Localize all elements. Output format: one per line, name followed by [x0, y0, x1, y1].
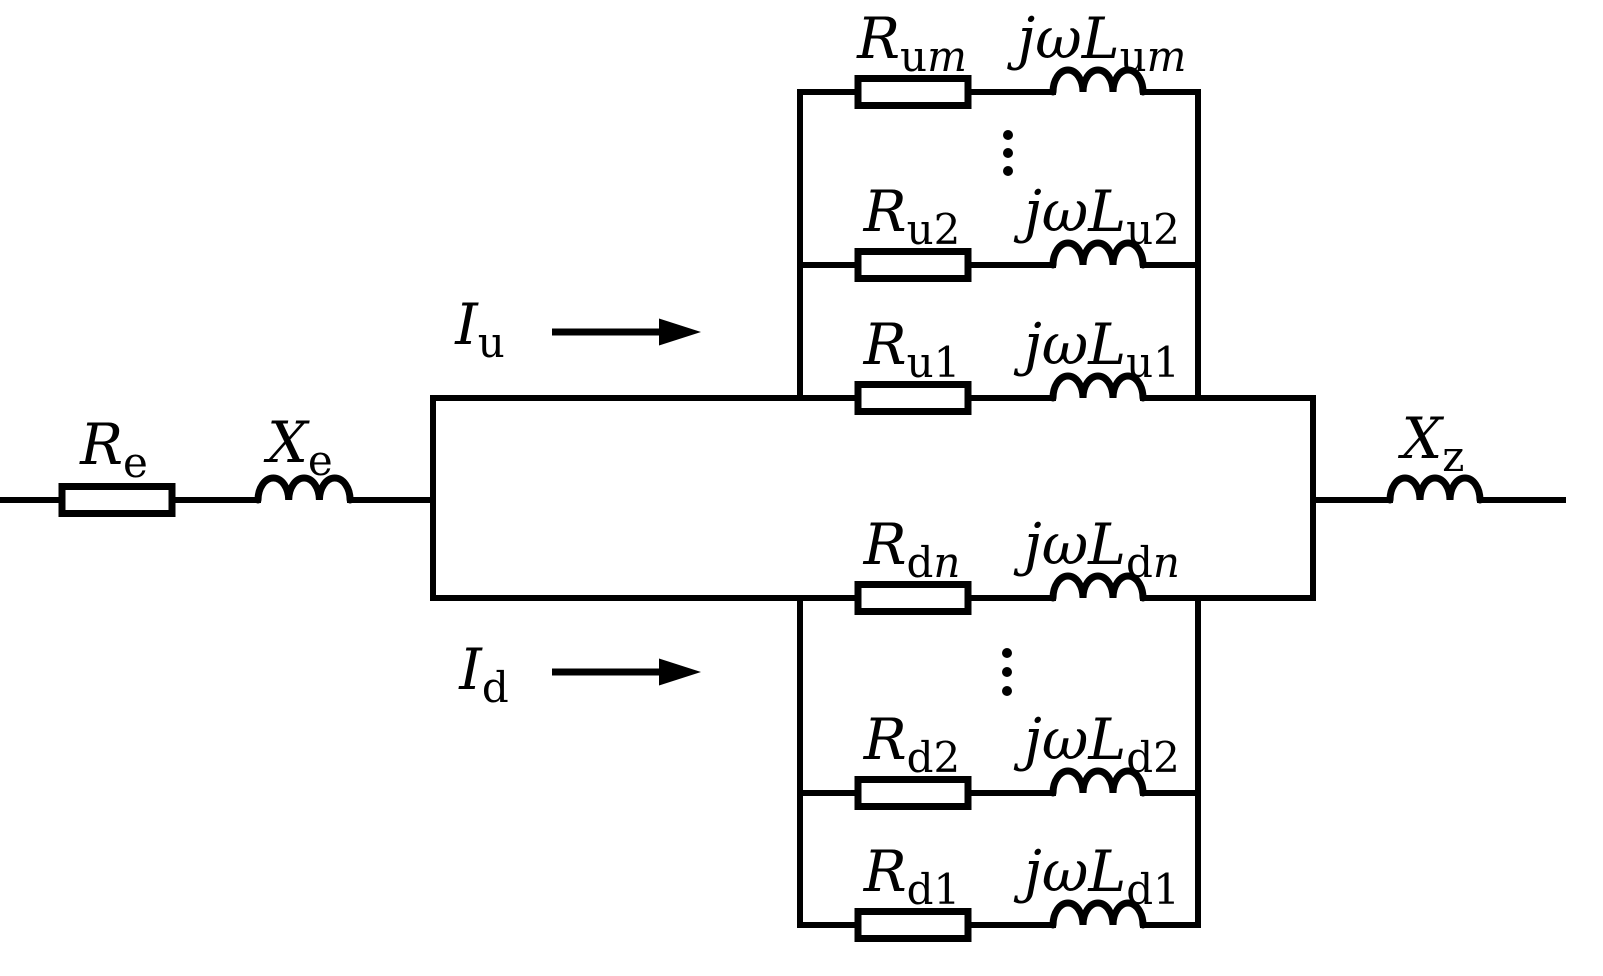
label-Iu: Iu [454, 292, 505, 367]
resistor-Ru2 [854, 248, 972, 282]
resistor-Rdn [854, 581, 972, 615]
ellipsis-lower-dot-2 [1002, 667, 1012, 677]
label-Rdn: Rdn [863, 512, 961, 587]
label-Ld2: jωLd2 [1013, 707, 1180, 782]
label-Id: Id [458, 637, 508, 712]
label-Ru1: Ru1 [863, 312, 961, 387]
label-Rd2: Rd2 [863, 707, 961, 782]
ellipsis-lower-dot-1 [1002, 648, 1012, 658]
ellipsis-upper-dot-3 [1003, 166, 1013, 176]
ellipsis-lower-dot-3 [1002, 686, 1012, 696]
inductor-Ld2 [1049, 767, 1147, 797]
ellipsis-upper-dot-2 [1003, 148, 1013, 158]
current-arrow-upper-head [659, 318, 701, 346]
label-Ru2: Ru2 [863, 179, 961, 254]
label-Rd1: Rd1 [863, 839, 961, 914]
inductor-Ld1 [1049, 899, 1147, 929]
resistor-Rum [854, 75, 972, 109]
label-Xe: Xe [263, 410, 332, 485]
label-Lum: jωLum [1007, 6, 1187, 81]
label-Ldn: jωLdn [1013, 512, 1180, 587]
resistor-Ru1 [854, 381, 972, 415]
label-Lu1: jωLu1 [1013, 312, 1180, 387]
current-arrow-lower-head [659, 658, 701, 686]
resistor-Re [58, 483, 176, 517]
label-Lu2: jωLu2 [1013, 179, 1180, 254]
inductor-Xz [1386, 474, 1484, 504]
inductor-Xe [254, 474, 354, 504]
resistor-Rd2 [854, 776, 972, 810]
inductor-Lu2 [1049, 239, 1147, 269]
inductor-Lu1 [1049, 372, 1147, 402]
label-Re: Re [79, 412, 148, 487]
resistor-Rd1 [854, 908, 972, 942]
inductor-Ldn [1049, 572, 1147, 602]
label-Xz: Xz [1398, 406, 1465, 481]
label-Ld1: jωLd1 [1013, 839, 1180, 914]
ellipsis-upper-dot-1 [1003, 130, 1013, 140]
inductor-Lum [1049, 66, 1147, 96]
label-Rum: Rum [856, 6, 967, 81]
